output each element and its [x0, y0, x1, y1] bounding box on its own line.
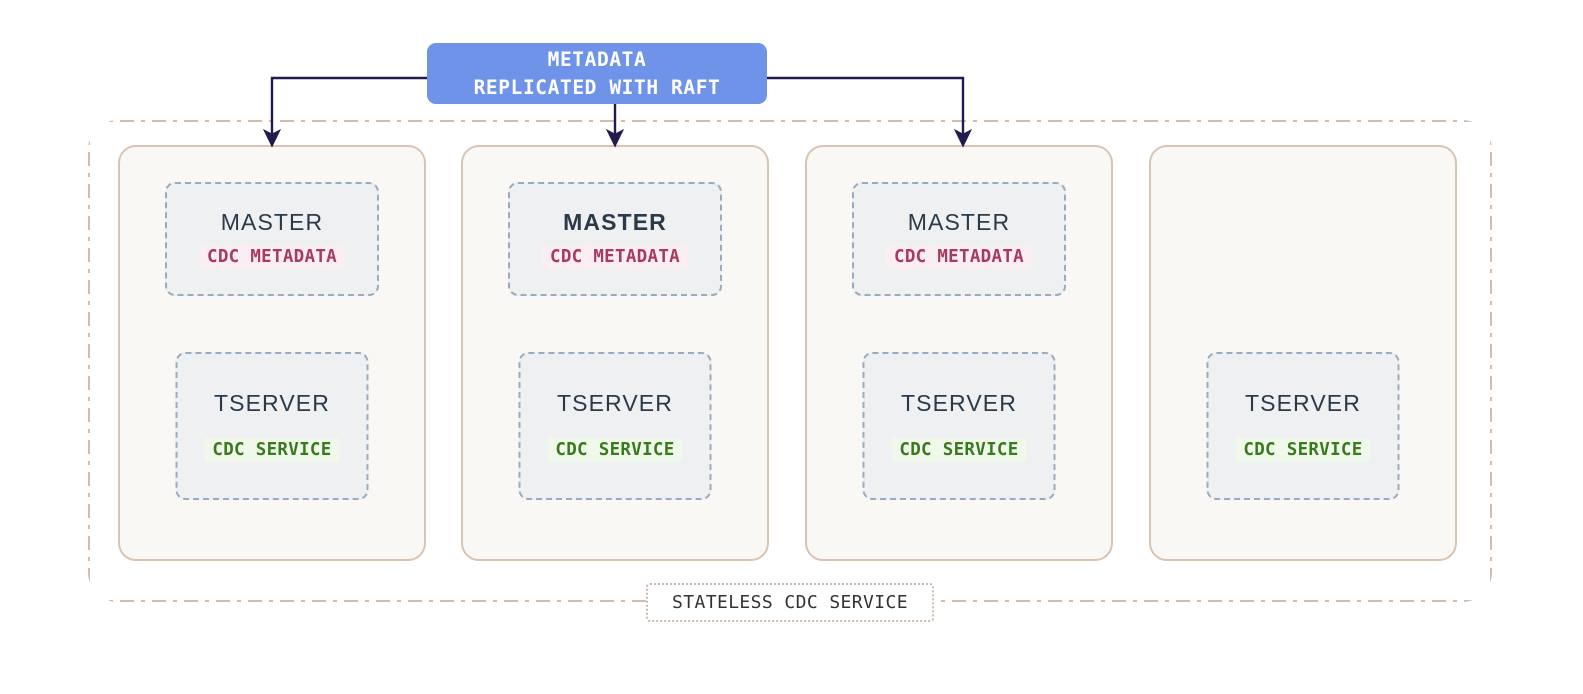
- stateless-cdc-service-label: STATELESS CDC SERVICE: [646, 583, 934, 622]
- cdc-service-tag: CDC SERVICE: [547, 438, 683, 462]
- master-process-box[interactable]: MASTER CDC METADATA: [508, 182, 722, 296]
- tserver-title: TSERVER: [901, 390, 1017, 416]
- tserver-title: TSERVER: [1245, 390, 1361, 416]
- cdc-metadata-tag: CDC METADATA: [885, 245, 1033, 269]
- node-card[interactable]: MASTER CDC METADATA TSERVER CDC SERVICE: [805, 145, 1113, 561]
- tserver-process-box[interactable]: TSERVER CDC SERVICE: [1206, 352, 1400, 500]
- cdc-service-tag: CDC SERVICE: [204, 438, 340, 462]
- master-process-box[interactable]: MASTER CDC METADATA: [165, 182, 379, 296]
- tserver-title: TSERVER: [214, 390, 330, 416]
- metadata-raft-box[interactable]: METADATA REPLICATED WITH RAFT: [427, 43, 767, 104]
- master-title: MASTER: [907, 209, 1011, 235]
- cdc-service-tag: CDC SERVICE: [891, 438, 1027, 462]
- master-title: MASTER: [220, 209, 324, 235]
- tserver-process-box[interactable]: TSERVER CDC SERVICE: [518, 352, 712, 500]
- cdc-metadata-tag: CDC METADATA: [541, 245, 689, 269]
- cdc-metadata-tag: CDC METADATA: [198, 245, 346, 269]
- node-card[interactable]: MASTER CDC METADATA TSERVER CDC SERVICE: [461, 145, 769, 561]
- master-title: MASTER: [563, 209, 667, 235]
- master-process-box[interactable]: MASTER CDC METADATA: [852, 182, 1066, 296]
- cdc-service-tag: CDC SERVICE: [1235, 438, 1371, 462]
- tserver-process-box[interactable]: TSERVER CDC SERVICE: [862, 352, 1056, 500]
- node-card[interactable]: TSERVER CDC SERVICE: [1149, 145, 1457, 561]
- metadata-title-line1: METADATA: [547, 47, 647, 71]
- tserver-title: TSERVER: [557, 390, 673, 416]
- node-card[interactable]: MASTER CDC METADATA TSERVER CDC SERVICE: [118, 145, 426, 561]
- tserver-process-box[interactable]: TSERVER CDC SERVICE: [175, 352, 369, 500]
- metadata-title-line2: REPLICATED WITH RAFT: [473, 75, 721, 99]
